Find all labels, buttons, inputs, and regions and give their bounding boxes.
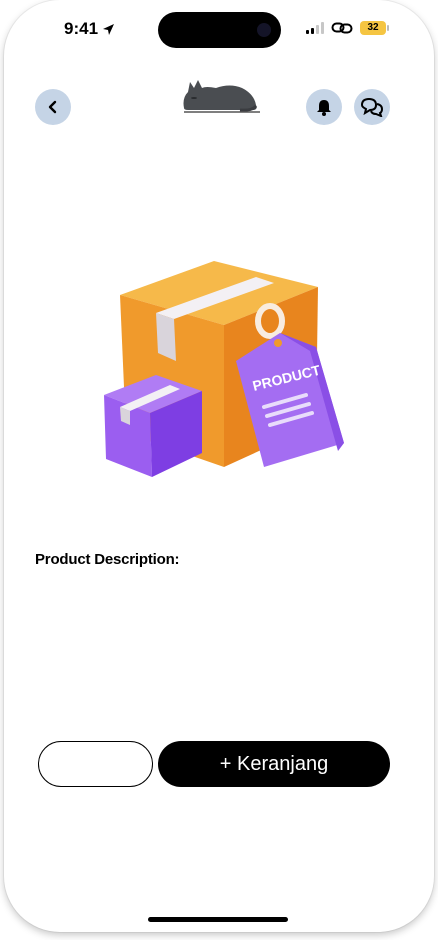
- dynamic-island: [158, 12, 281, 48]
- quantity-button[interactable]: [38, 741, 153, 787]
- chat-button[interactable]: [354, 89, 390, 125]
- product-box-with-tag-icon: PRODUCT: [104, 261, 344, 477]
- bell-icon: [317, 100, 331, 116]
- battery-indicator: 32: [360, 21, 389, 35]
- location-arrow-icon: [103, 23, 115, 35]
- notification-button[interactable]: [306, 89, 342, 125]
- phone-frame: 9:41 32: [4, 0, 434, 932]
- back-button[interactable]: [35, 89, 71, 125]
- sleeping-cat-icon: [183, 80, 260, 113]
- chevron-left-icon: [48, 100, 57, 114]
- camera-icon: [257, 23, 271, 37]
- add-to-cart-button[interactable]: + Keranjang: [158, 741, 390, 787]
- link-icon: [331, 22, 353, 34]
- product-description-label: Product Description:: [35, 551, 180, 568]
- status-indicators: 32: [306, 21, 389, 35]
- chat-bubbles-icon: [361, 97, 383, 117]
- cellular-signal-icon: [306, 22, 324, 34]
- home-indicator[interactable]: [148, 917, 288, 922]
- status-time-text: 9:41: [64, 19, 99, 38]
- status-time: 9:41: [64, 19, 115, 39]
